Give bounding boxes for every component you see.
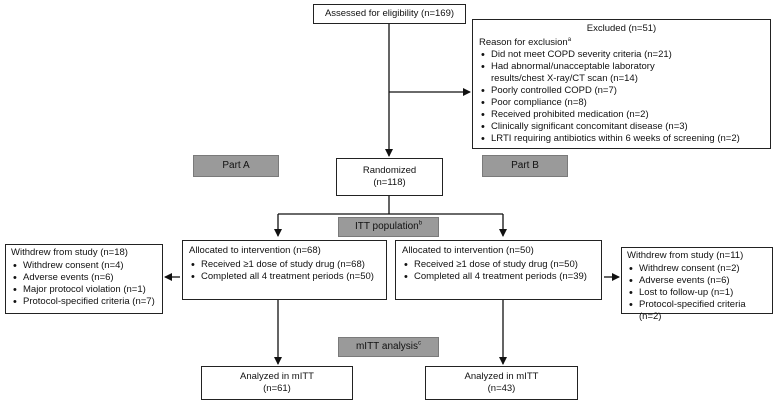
exclusion-list: Did not meet COPD severity criteria (n=2… — [479, 49, 764, 145]
analyzed-b-count: (n=43) — [487, 383, 516, 394]
exclusion-item: Received prohibited medication (n=2) — [481, 109, 764, 121]
randomized-label: Randomized — [362, 165, 417, 176]
allocated-a-list: Received ≥1 dose of study drug (n=68) Co… — [189, 259, 380, 283]
exclusion-item: Poorly controlled COPD (n=7) — [481, 85, 764, 97]
allocated-a-title: Allocated to intervention (n=68) — [189, 245, 321, 256]
allocated-b-title: Allocated to intervention (n=50) — [402, 245, 534, 256]
randomized-box: Randomized (n=118) — [336, 158, 443, 196]
analyzed-a-box: Analyzed in mITT (n=61) — [201, 366, 353, 400]
right-withdrew-title: Withdrew from study (n=11) — [627, 250, 744, 261]
exclusion-item: Poor compliance (n=8) — [481, 97, 764, 109]
allocated-item: Completed all 4 treatment periods (n=39) — [404, 271, 595, 283]
left-withdrew-list: Withdrew consent (n=4) Adverse events (n… — [11, 260, 157, 308]
exclusion-item: Had abnormal/unacceptable laboratory res… — [481, 61, 696, 85]
allocated-item: Received ≥1 dose of study drug (n=68) — [191, 259, 380, 271]
right-withdrew-box: Withdrew from study (n=11) Withdrew cons… — [621, 247, 773, 322]
withdrew-item: Withdrew consent (n=2) — [629, 263, 767, 275]
left-withdrew-box: Withdrew from study (n=18) Withdrew cons… — [5, 244, 163, 314]
exclusion-item: Clinically significant concomitant disea… — [481, 121, 764, 133]
withdrew-item: Adverse events (n=6) — [629, 275, 767, 287]
allocated-a-box: Allocated to intervention (n=68) Receive… — [182, 240, 387, 300]
allocated-b-list: Received ≥1 dose of study drug (n=50) Co… — [402, 259, 595, 283]
withdrew-item: Adverse events (n=6) — [13, 272, 157, 284]
withdrew-item: Lost to follow-up (n=1) — [629, 287, 767, 299]
allocated-item: Received ≥1 dose of study drug (n=50) — [404, 259, 595, 271]
part-a-label: Part A — [193, 155, 279, 177]
analyzed-a-count: (n=61) — [263, 383, 291, 394]
mitt-analysis-label: mITT analysisc — [338, 337, 439, 357]
itt-population-label: ITT populationb — [338, 217, 439, 237]
randomized-count: (n=118) — [373, 177, 406, 188]
excluded-box: Excluded (n=51) Reason for exclusiona Di… — [472, 19, 771, 149]
withdrew-item: Major protocol violation (n=1) — [13, 284, 157, 296]
left-withdrew-title: Withdrew from study (n=18) — [11, 247, 128, 258]
withdrew-item: Withdrew consent (n=4) — [13, 260, 157, 272]
analyzed-b-label: Analyzed in mITT — [464, 371, 539, 382]
right-withdrew-list: Withdrew consent (n=2) Adverse events (n… — [627, 263, 767, 323]
part-b-label: Part B — [482, 155, 568, 177]
exclusion-item: LRTI requiring antibiotics within 6 week… — [481, 133, 764, 145]
withdrew-item: Protocol-specified criteria (n=2) — [629, 299, 767, 323]
assessed-text: Assessed for eligibility (n=169) — [324, 8, 455, 19]
allocated-b-box: Allocated to intervention (n=50) Receive… — [395, 240, 602, 300]
analyzed-a-label: Analyzed in mITT — [240, 371, 314, 382]
excluded-title: Excluded (n=51) — [586, 23, 657, 34]
exclusion-reason-header: Reason for exclusiona — [479, 36, 572, 48]
assessed-box: Assessed for eligibility (n=169) — [313, 4, 466, 24]
analyzed-b-box: Analyzed in mITT (n=43) — [425, 366, 578, 400]
allocated-item: Completed all 4 treatment periods (n=50) — [191, 271, 380, 283]
withdrew-item: Protocol-specified criteria (n=7) — [13, 296, 157, 308]
exclusion-item: Did not meet COPD severity criteria (n=2… — [481, 49, 764, 61]
